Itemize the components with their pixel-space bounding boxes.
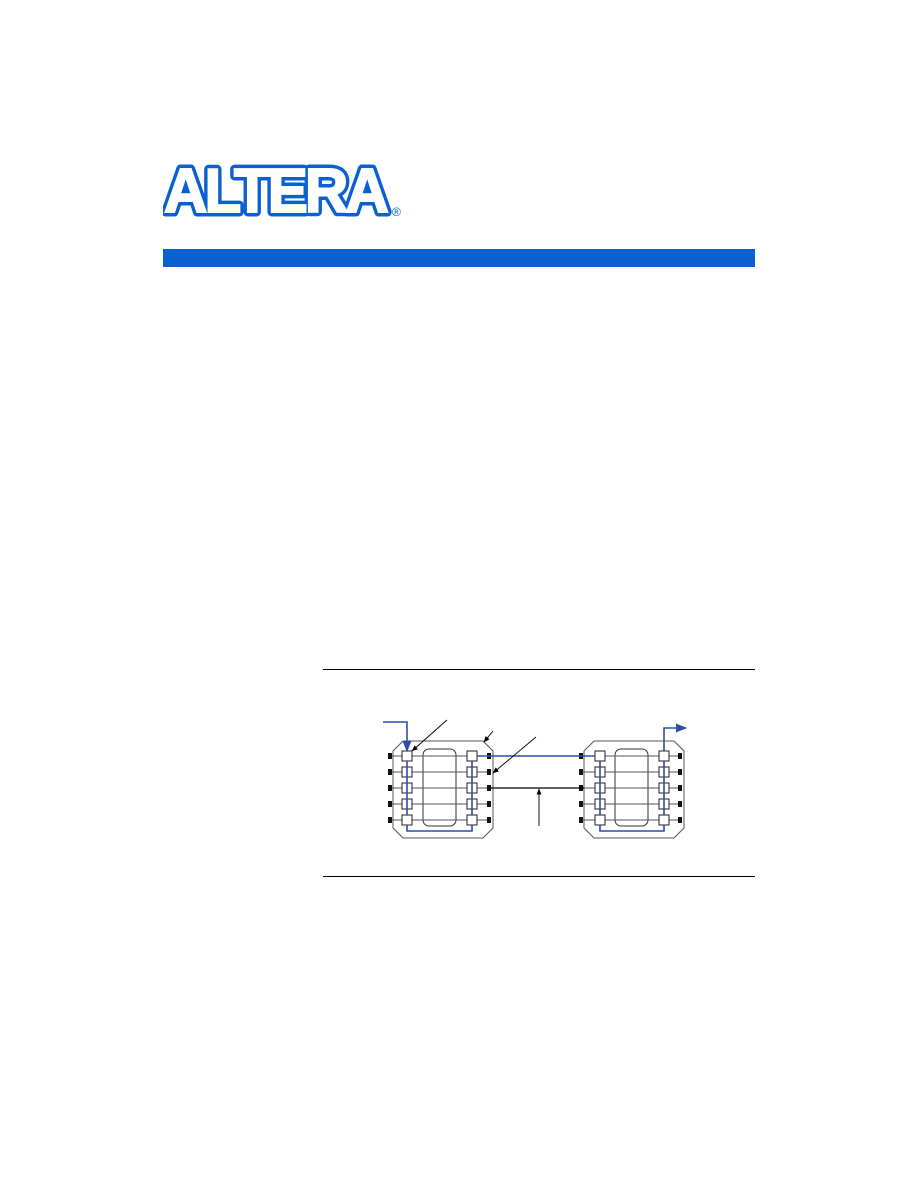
callout-boundary-scan-cell bbox=[411, 719, 448, 752]
registered-mark: ® bbox=[392, 205, 401, 219]
header-bar bbox=[163, 249, 755, 267]
scan-chain-path bbox=[383, 721, 688, 832]
altera-logo: ALTERA ALTERA ® bbox=[163, 160, 401, 220]
callout-io-pin bbox=[492, 736, 537, 774]
figure-bottom-rule bbox=[323, 876, 755, 877]
boundary-scan-diagram bbox=[383, 719, 688, 839]
logo-wordmark-outline: ALTERA bbox=[164, 160, 388, 220]
logo-wordmark-fill: ALTERA bbox=[164, 160, 388, 220]
figure-top-rule bbox=[323, 669, 755, 670]
callout-device-outline bbox=[483, 730, 494, 743]
